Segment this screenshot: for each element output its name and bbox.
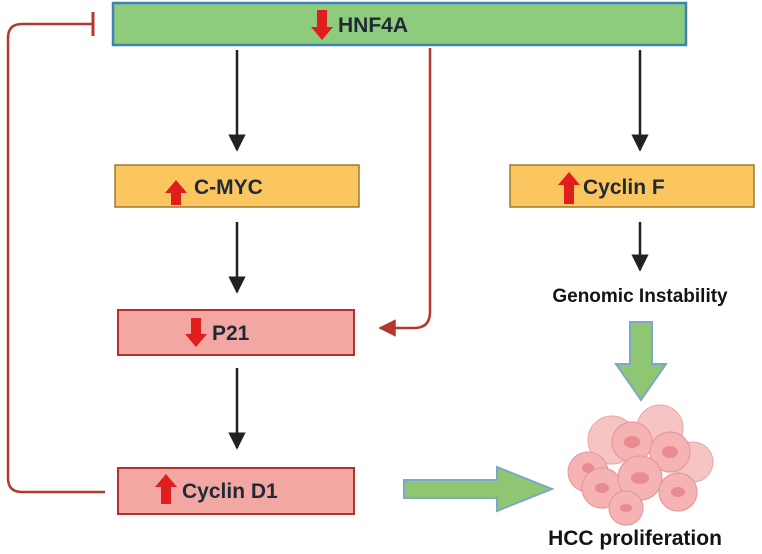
red-up-arrow-icon (558, 172, 580, 204)
genomic-instability-label: Genomic Instability (552, 286, 728, 307)
node-cyclin-f-label: Cyclin F (583, 176, 665, 199)
cancer-cell-cluster-icon (567, 404, 714, 526)
red-up-arrow-icon (165, 180, 187, 205)
node-p21-box (117, 309, 355, 356)
red-down-arrow-icon (311, 10, 333, 40)
node-cmyc: C-MYC (114, 164, 360, 208)
node-cyclin-d1-label: Cyclin D1 (182, 480, 278, 503)
node-cyclin-f: Cyclin F (509, 164, 755, 208)
node-cyclin-f-box (509, 164, 755, 208)
node-p21: P21 (117, 309, 355, 356)
red-up-arrow-icon (155, 474, 177, 504)
red-down-arrow-icon (185, 318, 207, 347)
genomic-instability-to-hcc-flow-arrow (614, 321, 668, 402)
node-cyclin-d1-box (117, 467, 355, 515)
node-cmyc-box (114, 164, 360, 208)
hnf4a-to-p21-arrow (378, 48, 432, 337)
node-hnf4a-label: HNF4A (338, 14, 408, 37)
cyclin-d1-inhibits-hnf4a-line (6, 22, 105, 494)
node-p21-label: P21 (212, 322, 250, 345)
node-cyclin-d1: Cyclin D1 (117, 467, 355, 515)
node-hnf4a-box (111, 1, 688, 47)
node-hnf4a: HNF4A (111, 1, 688, 47)
cyclin-d1-to-hcc-flow-arrow (403, 465, 555, 513)
hcc-proliferation-label: HCC proliferation (548, 527, 722, 550)
node-cmyc-label: C-MYC (194, 176, 263, 199)
